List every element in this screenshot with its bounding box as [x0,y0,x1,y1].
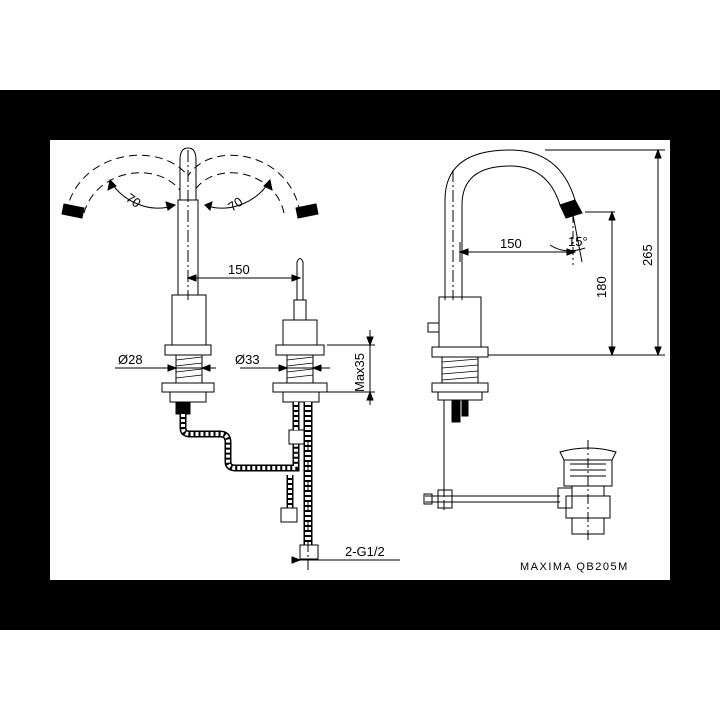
gooseneck-outer [444,149,576,300]
side-view [423,148,665,540]
spout-body [171,294,207,346]
spout-flange [164,344,212,356]
nut-right [282,391,320,403]
side-deck-washer [431,382,489,393]
front-view [61,147,400,570]
hose-connector-core [181,414,298,470]
fitting-left [175,401,191,415]
spout-neck [179,147,197,201]
handle-lever [296,258,304,301]
handle-stem [293,299,307,321]
popup-rod-clamp [437,489,453,509]
model-label: MAXIMA QB205M [520,561,629,573]
swivel-arc-right [187,154,301,214]
nut-left [169,391,207,403]
side-knob [427,322,440,333]
side-nut [437,391,483,401]
arrowhead [107,178,117,191]
hose-connector [179,414,300,472]
hose-end-nut [280,507,298,523]
angle-ray [572,214,583,263]
label-connection: 2-G1/2 [345,544,385,559]
spout-end-right [295,203,319,219]
waste-cap [559,447,617,461]
spout-end-left [61,203,85,219]
handle-body [282,319,318,346]
deck-washer-right [272,382,328,393]
arrowhead [165,201,177,211]
swivel-arc-left [65,154,189,214]
popup-rod-end [423,493,433,505]
aerator [559,199,583,219]
swivel-arc-left-inner [83,172,181,214]
gooseneck-inner [461,165,561,300]
hose-nut [288,429,306,445]
side-fitting [451,399,461,423]
side-body [438,296,482,348]
side-flange [431,346,489,358]
label-reach-front: 150 [228,262,250,277]
deck-washer-left [161,382,215,393]
hose-supply-nut [299,544,319,560]
label-dia-28: Ø28 [118,352,143,367]
arrowhead [263,178,273,191]
swivel-arc-right-inner [194,172,285,214]
label-max35: Max35 [352,353,367,392]
label-total-height: 265 [640,244,655,266]
angle-arc [549,244,586,252]
label-swivel-left: 70 [123,190,143,211]
label-dia-33: Ø33 [235,352,260,367]
handle-flange [275,344,325,356]
label-reach-side: 150 [500,236,522,251]
thread-lines [175,356,203,379]
label-swivel-right: 70 [225,194,245,215]
arrowhead [204,201,213,211]
angle-arrow-left [109,179,176,209]
waste-rod-joint [557,487,573,509]
thread-lines [286,356,314,379]
thread-lines [441,358,479,381]
label-angle: 15° [568,234,588,249]
label-outlet-height: 180 [594,276,609,298]
side-fitting-2 [461,399,469,417]
